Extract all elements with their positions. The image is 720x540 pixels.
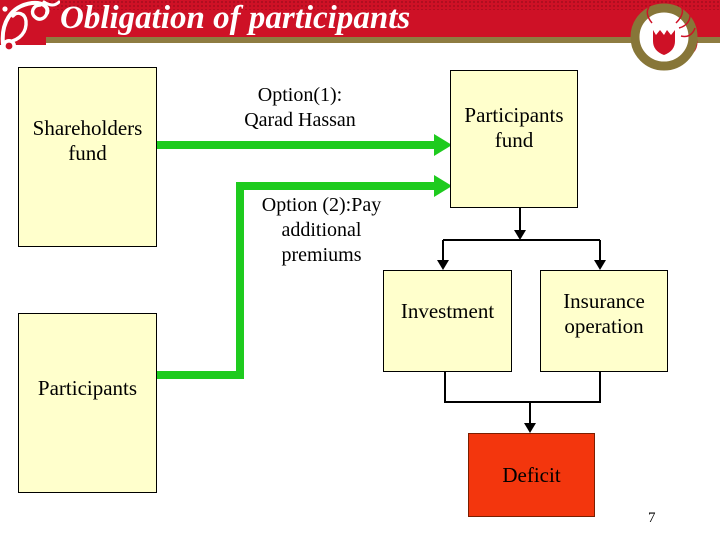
node-deficit: Deficit [468, 433, 595, 517]
page-number: 7 [648, 510, 656, 526]
header-gold-divider [0, 37, 720, 43]
arrow-option2-green [157, 175, 452, 379]
node-participants-fund-label: Participants fund [464, 103, 564, 152]
node-shareholders-fund: Shareholders fund [18, 67, 157, 247]
bahrain-emblem-icon [630, 3, 698, 71]
node-investment: Investment [383, 270, 512, 372]
annotation-option1: Option(1): Qarad Hassan [244, 84, 356, 131]
node-insurance-operation-label: Insurance operation [563, 289, 645, 338]
node-deficit-label: Deficit [502, 462, 561, 487]
node-shareholders-fund-label: Shareholders fund [32, 116, 143, 165]
node-participants-label: Participants [37, 376, 138, 400]
node-participants: Participants [18, 313, 157, 493]
arrow-option1-green [157, 134, 452, 156]
node-investment-label: Investment [400, 299, 495, 323]
node-participants-fund: Participants fund [450, 70, 578, 208]
node-insurance-operation: Insurance operation [540, 270, 668, 372]
connector-participants-fund-split [437, 208, 606, 270]
header-bar [0, 0, 720, 37]
annotation-option2: Option (2):Pay additional premiums [261, 194, 382, 266]
connector-merge-to-deficit [444, 372, 601, 433]
slide-title: Obligation of participants [60, 0, 411, 36]
damask-ornament-icon [0, 0, 60, 53]
